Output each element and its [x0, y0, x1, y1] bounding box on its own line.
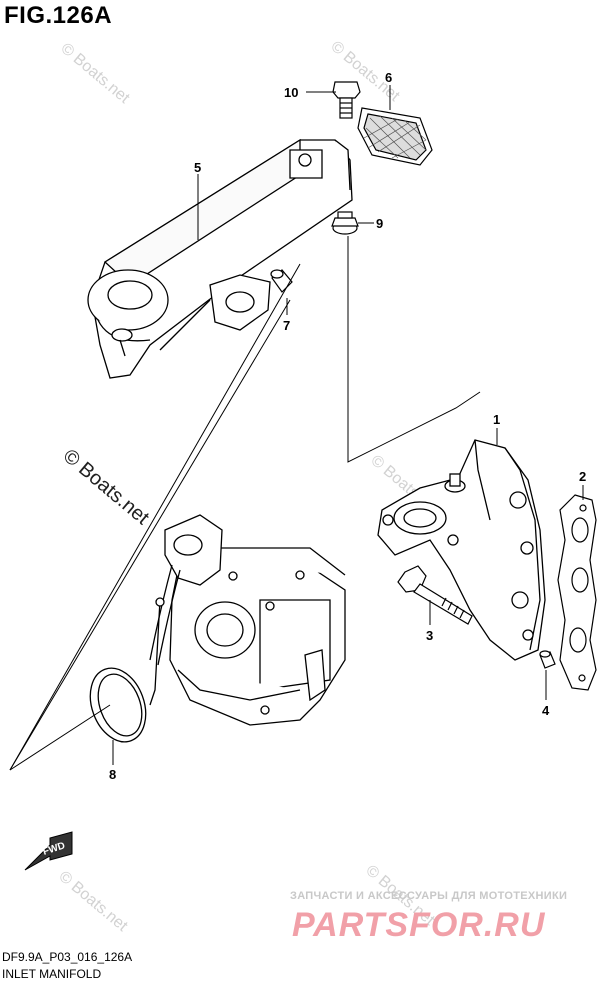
part-2-gasket[interactable]: [557, 494, 597, 691]
callout-6: 6: [385, 70, 392, 85]
part-7-dowel-pin[interactable]: [270, 269, 293, 293]
carburetor-assembly: [149, 514, 346, 726]
watermark-3: © Boats.net: [59, 445, 154, 529]
callout-8: 8: [109, 767, 116, 782]
diagram-code: DF9.9A_P03_016_126A: [2, 950, 133, 964]
part-9-nut[interactable]: [331, 211, 359, 235]
callout-5: 5: [194, 160, 201, 175]
part-4-dowel-pin[interactable]: [539, 650, 556, 669]
part-3-bolt[interactable]: [397, 565, 473, 625]
part-5-intake-silencer[interactable]: [87, 138, 353, 379]
fwd-arrow-icon: FWD: [24, 831, 73, 871]
callout-1: 1: [493, 412, 500, 427]
part-6-filter-screen[interactable]: [357, 107, 433, 166]
brand-logo: PARTSFOR.RU: [292, 906, 546, 944]
brand-tagline: ЗАПЧАСТИ И АКСЕССУАРЫ ДЛЯ МОТОТЕХНИКИ: [290, 890, 568, 902]
leader-lines: [9, 85, 584, 771]
part-10-bolt[interactable]: [332, 81, 361, 119]
watermark-5: © Boats.net: [55, 868, 131, 935]
callout-4: 4: [542, 703, 550, 718]
callout-3: 3: [426, 628, 433, 643]
callout-labels: 10 6 5 9 7 1 2 3 4 8: [109, 70, 586, 782]
callout-10: 10: [284, 85, 298, 100]
part-1-inlet-manifold[interactable]: [377, 439, 546, 661]
callout-9: 9: [376, 216, 383, 231]
callout-2: 2: [579, 469, 586, 484]
watermark-1: © Boats.net: [57, 40, 133, 107]
figure-title: FIG.126A: [4, 2, 113, 29]
callout-7: 7: [283, 318, 290, 333]
diagram-caption: INLET MANIFOLD: [2, 967, 102, 981]
part-8-o-ring[interactable]: [81, 660, 156, 749]
